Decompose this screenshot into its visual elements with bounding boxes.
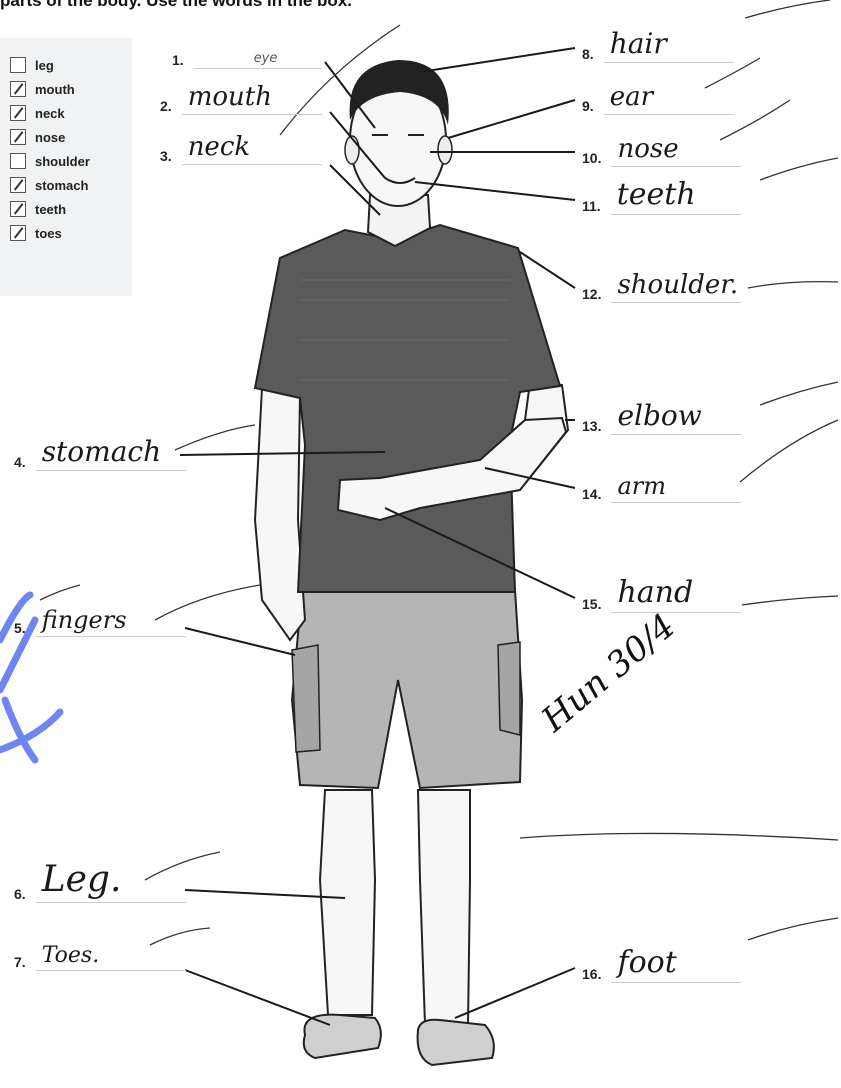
answer-text: elbow xyxy=(617,399,701,432)
answer-blank[interactable]: fingers xyxy=(36,606,186,637)
item-12: 12. shoulder. xyxy=(582,272,741,303)
answer-blank[interactable]: nose xyxy=(611,136,741,167)
checkbox[interactable] xyxy=(10,57,26,73)
item-number: 7. xyxy=(14,953,26,971)
item-6: 6. Leg. xyxy=(14,862,186,903)
answer-text: arm xyxy=(617,472,666,500)
item-number: 16. xyxy=(582,965,601,983)
item-10: 10. nose xyxy=(582,136,741,167)
word-box-label: shoulder xyxy=(35,154,90,169)
answer-blank[interactable]: elbow xyxy=(611,404,741,435)
answer-blank[interactable]: arm xyxy=(611,472,741,503)
item-number: 13. xyxy=(582,417,601,435)
answer-text: ear xyxy=(610,82,653,112)
item-1: 1. eye xyxy=(172,38,322,69)
item-2: 2. mouth xyxy=(160,84,322,115)
item-7: 7. Toes. xyxy=(14,940,186,971)
word-box-label: mouth xyxy=(35,82,75,97)
item-number: 8. xyxy=(582,45,594,63)
item-4: 4. stomach xyxy=(14,440,186,471)
word-box-item: shoulder xyxy=(10,150,90,172)
item-number: 6. xyxy=(14,885,26,903)
checkbox-checked[interactable] xyxy=(10,225,26,241)
answer-blank[interactable]: eye xyxy=(194,38,322,69)
item-number: 5. xyxy=(14,619,26,637)
answer-text: foot xyxy=(617,945,676,980)
item-15: 15. hand xyxy=(582,582,741,613)
word-box-label: stomach xyxy=(35,178,88,193)
answer-text: hair xyxy=(610,27,667,60)
item-number: 3. xyxy=(160,147,172,165)
word-box-item: teeth xyxy=(10,198,66,220)
answer-text: Toes. xyxy=(42,943,100,968)
answer-blank[interactable]: stomach xyxy=(36,440,186,471)
item-number: 10. xyxy=(582,149,601,167)
answer-blank[interactable]: ear xyxy=(604,84,734,115)
word-box-item: nose xyxy=(10,126,65,148)
checkbox[interactable] xyxy=(10,153,26,169)
answer-text: stomach xyxy=(42,435,161,468)
answer-text: eye xyxy=(254,51,278,66)
item-number: 4. xyxy=(14,453,26,471)
word-box: leg mouth neck nose shoulder stomach tee… xyxy=(0,38,132,296)
word-box-item: stomach xyxy=(10,174,88,196)
word-box-item: leg xyxy=(10,54,54,76)
checkbox-checked[interactable] xyxy=(10,177,26,193)
answer-blank[interactable]: mouth xyxy=(182,84,322,115)
checkbox-checked[interactable] xyxy=(10,105,26,121)
item-number: 12. xyxy=(582,285,601,303)
checkbox-checked[interactable] xyxy=(10,129,26,145)
answer-blank[interactable]: neck xyxy=(182,134,322,165)
answer-blank[interactable]: teeth xyxy=(611,184,741,215)
item-number: 2. xyxy=(160,97,172,115)
word-box-label: leg xyxy=(35,58,54,73)
answer-blank[interactable]: hand xyxy=(611,582,741,613)
checkbox-checked[interactable] xyxy=(10,201,26,217)
answer-blank[interactable]: foot xyxy=(611,952,741,983)
item-16: 16. foot xyxy=(582,952,741,983)
item-11: 11. teeth xyxy=(582,184,741,215)
word-box-item: neck xyxy=(10,102,65,124)
item-9: 9. ear xyxy=(582,84,734,115)
item-3: 3. neck xyxy=(160,134,322,165)
item-8: 8. hair xyxy=(582,32,734,63)
item-number: 14. xyxy=(582,485,601,503)
word-box-item: toes xyxy=(10,222,62,244)
item-number: 9. xyxy=(582,97,594,115)
answer-text: mouth xyxy=(188,82,272,112)
answer-text: neck xyxy=(188,132,250,162)
item-number: 15. xyxy=(582,595,601,613)
answer-text: Leg. xyxy=(42,859,122,900)
word-box-item: mouth xyxy=(10,78,75,100)
checkbox-checked[interactable] xyxy=(10,81,26,97)
answer-text: teeth xyxy=(617,177,696,212)
answer-text: nose xyxy=(617,134,678,164)
answer-text: hand xyxy=(617,575,693,610)
answer-blank[interactable]: Toes. xyxy=(36,940,186,971)
word-box-label: nose xyxy=(35,130,65,145)
word-box-label: teeth xyxy=(35,202,66,217)
word-box-label: neck xyxy=(35,106,65,121)
item-5: 5. fingers xyxy=(14,606,186,637)
item-14: 14. arm xyxy=(582,472,741,503)
answer-blank[interactable]: shoulder. xyxy=(611,272,741,303)
item-13: 13. elbow xyxy=(582,404,741,435)
word-box-label: toes xyxy=(35,226,62,241)
answer-text: shoulder. xyxy=(617,270,738,300)
answer-blank[interactable]: Leg. xyxy=(36,862,186,903)
answer-text: fingers xyxy=(42,606,127,634)
item-number: 11. xyxy=(582,197,601,215)
item-number: 1. xyxy=(172,51,184,69)
answer-blank[interactable]: hair xyxy=(604,32,734,63)
